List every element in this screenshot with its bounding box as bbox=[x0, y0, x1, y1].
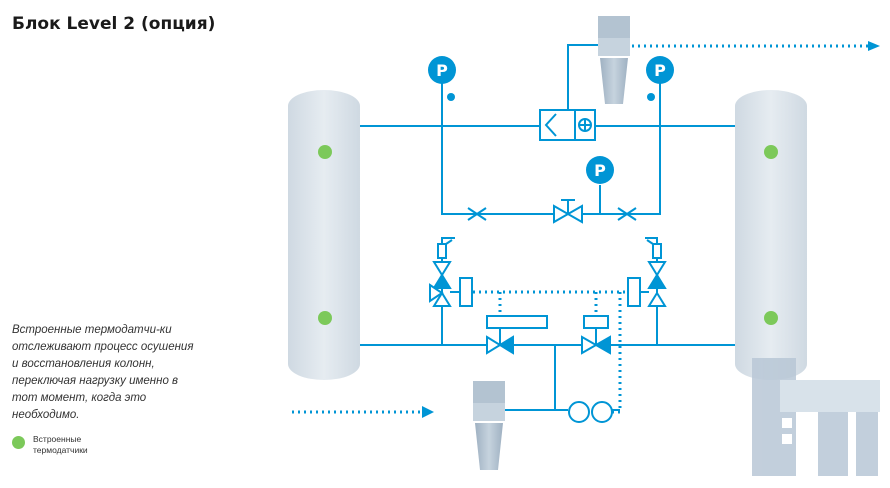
piping bbox=[360, 44, 735, 411]
pressure-gauge-middle: P bbox=[586, 156, 614, 184]
inlet-arrow bbox=[422, 406, 434, 418]
legend: Встроенные термодатчики bbox=[12, 434, 113, 456]
purge-valve-box bbox=[539, 109, 596, 141]
description-text: Встроенные термодатчи-ки отслеживают про… bbox=[12, 324, 194, 421]
gauge-label: P bbox=[436, 61, 448, 80]
sensor-left-bottom bbox=[318, 311, 332, 325]
diagram-title: Блок Level 2 (опция) bbox=[12, 14, 216, 34]
sensor-legend-dot bbox=[12, 436, 25, 449]
pressure-gauge-right: P bbox=[646, 56, 674, 101]
upper-valves bbox=[467, 199, 637, 224]
gauge-label: P bbox=[654, 61, 666, 80]
bottom-line-valves bbox=[486, 315, 611, 355]
sensor-left-top bbox=[318, 145, 332, 159]
outlet-arrow bbox=[868, 41, 880, 51]
control-lines bbox=[292, 44, 870, 414]
right-column bbox=[735, 90, 807, 380]
sensor-right-bottom bbox=[764, 311, 778, 325]
left-column bbox=[288, 90, 360, 380]
sensor-right-top bbox=[764, 145, 778, 159]
left-solenoid-valve bbox=[429, 239, 473, 307]
pressure-gauge-left: P bbox=[428, 56, 456, 101]
legend-label: Встроенные термодатчики bbox=[33, 434, 88, 455]
gauge-label: P bbox=[594, 161, 606, 180]
outlet-filter bbox=[598, 16, 630, 104]
right-solenoid-valve bbox=[627, 239, 667, 307]
condensate-drain bbox=[568, 401, 613, 423]
inlet-filter bbox=[473, 381, 505, 470]
watermark-logo bbox=[752, 358, 880, 476]
